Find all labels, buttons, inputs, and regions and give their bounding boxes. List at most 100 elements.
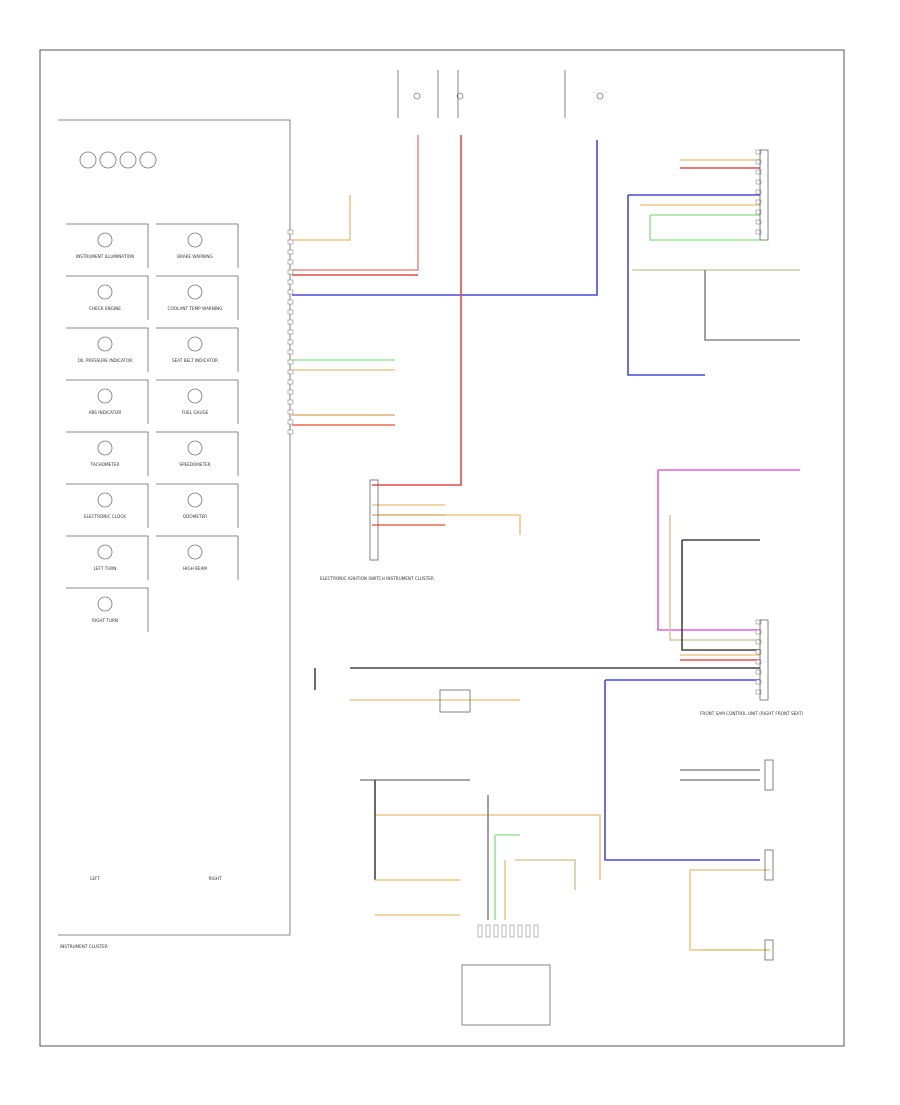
instrument-illumination-label: INSTRUMENT ILLUMINATION: [76, 254, 134, 259]
connector-pin: [755, 679, 762, 685]
connector-pin: [755, 159, 762, 165]
left-turn-indicator: LEFT TURN: [66, 535, 149, 580]
connector-pin: [517, 924, 523, 938]
odometer-icon: [187, 492, 203, 508]
top-fuses: [397, 70, 604, 118]
connector-pin: [287, 239, 294, 245]
electronic-ignition-label: ELECTRONIC IGNITION SWITCH INSTRUMENT CL…: [320, 576, 434, 581]
brake-warning-icon: [187, 232, 203, 248]
connector-pin: [287, 259, 294, 265]
check-engine-icon: [97, 284, 113, 300]
speedometer-label: SPEEDOMETER: [179, 462, 210, 467]
instrument-cluster-outline: [58, 119, 291, 936]
electronic-clock-indicator: ELECTRONIC CLOCK: [66, 483, 149, 528]
connector-pin: [493, 924, 499, 938]
tachometer-icon: [97, 440, 113, 456]
left-turn-icon: [97, 544, 113, 560]
connector-pin: [755, 189, 762, 195]
high-beam-label: HIGH BEAM: [183, 566, 207, 571]
connector-pin: [755, 629, 762, 635]
right-label: RIGHT: [208, 876, 222, 881]
indicator-grid: INSTRUMENT ILLUMINATION BRAKE WARNING CHEC…: [66, 151, 239, 632]
connector-pin: [755, 659, 762, 665]
connector-pin: [509, 924, 515, 938]
connector-pin: [287, 359, 294, 365]
wire-layer: [292, 135, 800, 951]
speedometer-icon: [187, 440, 203, 456]
connector-pin: [287, 429, 294, 435]
connector-pin: [755, 649, 762, 655]
connector-pin: [755, 689, 762, 695]
right-turn-indicator: RIGHT TURN: [66, 587, 149, 632]
connector-pin: [485, 924, 491, 938]
connector-pin: [755, 199, 762, 205]
connector-pin: [287, 289, 294, 295]
gauge-icon: [99, 151, 117, 169]
gauge-icon: [139, 151, 157, 169]
coolant-temp-icon: [187, 284, 203, 300]
connector-layer: [287, 149, 762, 938]
high-beam-indicator: HIGH BEAM: [156, 535, 239, 580]
right-turn-label: RIGHT TURN: [92, 618, 118, 623]
electronic-clock-icon: [97, 492, 113, 508]
oil-pressure-label: OIL PRESSURE INDICATOR: [78, 358, 133, 363]
gauge-icon: [79, 151, 97, 169]
brake-warning-label: BRAKE WARNING: [177, 254, 213, 259]
coolant-temp-indicator: COOLANT TEMP WARNING: [156, 275, 239, 320]
instrument-illumination-icon: [97, 232, 113, 248]
odometer-label: ODOMETER: [183, 514, 207, 519]
fuel-gauge-icon: [187, 388, 203, 404]
connector-pin: [287, 379, 294, 385]
right-turn-icon: [97, 596, 113, 612]
connector-pin: [501, 924, 507, 938]
instrument-cluster-label: INSTRUMENT CLUSTER: [60, 944, 108, 949]
fuel-gauge-label: FUEL GAUGE: [182, 410, 209, 415]
abs-indicator-indicator: ABS INDICATOR: [66, 379, 149, 424]
connector-pin: [287, 329, 294, 335]
connector-pin: [287, 299, 294, 305]
connector-pin: [755, 179, 762, 185]
connector-pin: [287, 409, 294, 415]
abs-indicator-label: ABS INDICATOR: [89, 410, 122, 415]
oil-pressure-indicator: OIL PRESSURE INDICATOR: [66, 327, 149, 372]
connector-pin: [287, 369, 294, 375]
odometer-indicator: ODOMETER: [156, 483, 239, 528]
connector-pin: [477, 924, 483, 938]
gauge-icon: [119, 151, 137, 169]
connector-pin: [287, 279, 294, 285]
connector-pin: [287, 309, 294, 315]
seat-belt-icon: [187, 336, 203, 352]
oil-pressure-icon: [97, 336, 113, 352]
left-label: LEFT: [90, 876, 100, 881]
check-engine-indicator: CHECK ENGINE: [66, 275, 149, 320]
connector-pin: [525, 924, 531, 938]
left-turn-label: LEFT TURN: [94, 566, 117, 571]
seat-belt-indicator: SEAT BELT INDICATOR: [156, 327, 239, 372]
connector-pin: [287, 269, 294, 275]
fuel-gauge-indicator: FUEL GAUGE: [156, 379, 239, 424]
connector-pin: [755, 149, 762, 155]
abs-indicator-icon: [97, 388, 113, 404]
check-engine-label: CHECK ENGINE: [89, 306, 121, 311]
instrument-illumination-indicator: INSTRUMENT ILLUMINATION: [66, 223, 149, 268]
label-layer: INSTRUMENT CLUSTER ELECTRONIC IGNITION SW…: [60, 576, 803, 949]
speedometer-indicator: SPEEDOMETER: [156, 431, 239, 476]
front-sam-label: FRONT SAM CONTROL UNIT (RIGHT FRONT SEAT…: [700, 711, 803, 716]
diagram-frame: [39, 49, 845, 1047]
tachometer-indicator: TACHOMETER: [66, 431, 149, 476]
coolant-temp-label: COOLANT TEMP WARNING: [168, 306, 223, 311]
connector-pin: [755, 219, 762, 225]
connector-pin: [533, 924, 539, 938]
connector-pin: [287, 349, 294, 355]
tachometer-label: TACHOMETER: [90, 462, 120, 467]
connector-pin: [287, 319, 294, 325]
electronic-clock-label: ELECTRONIC CLOCK: [84, 514, 126, 519]
connector-pin: [287, 389, 294, 395]
connector-pin: [287, 249, 294, 255]
connector-pin: [755, 209, 762, 215]
high-beam-icon: [187, 544, 203, 560]
seat-belt-label: SEAT BELT INDICATOR: [172, 358, 218, 363]
connector-pin: [287, 419, 294, 425]
